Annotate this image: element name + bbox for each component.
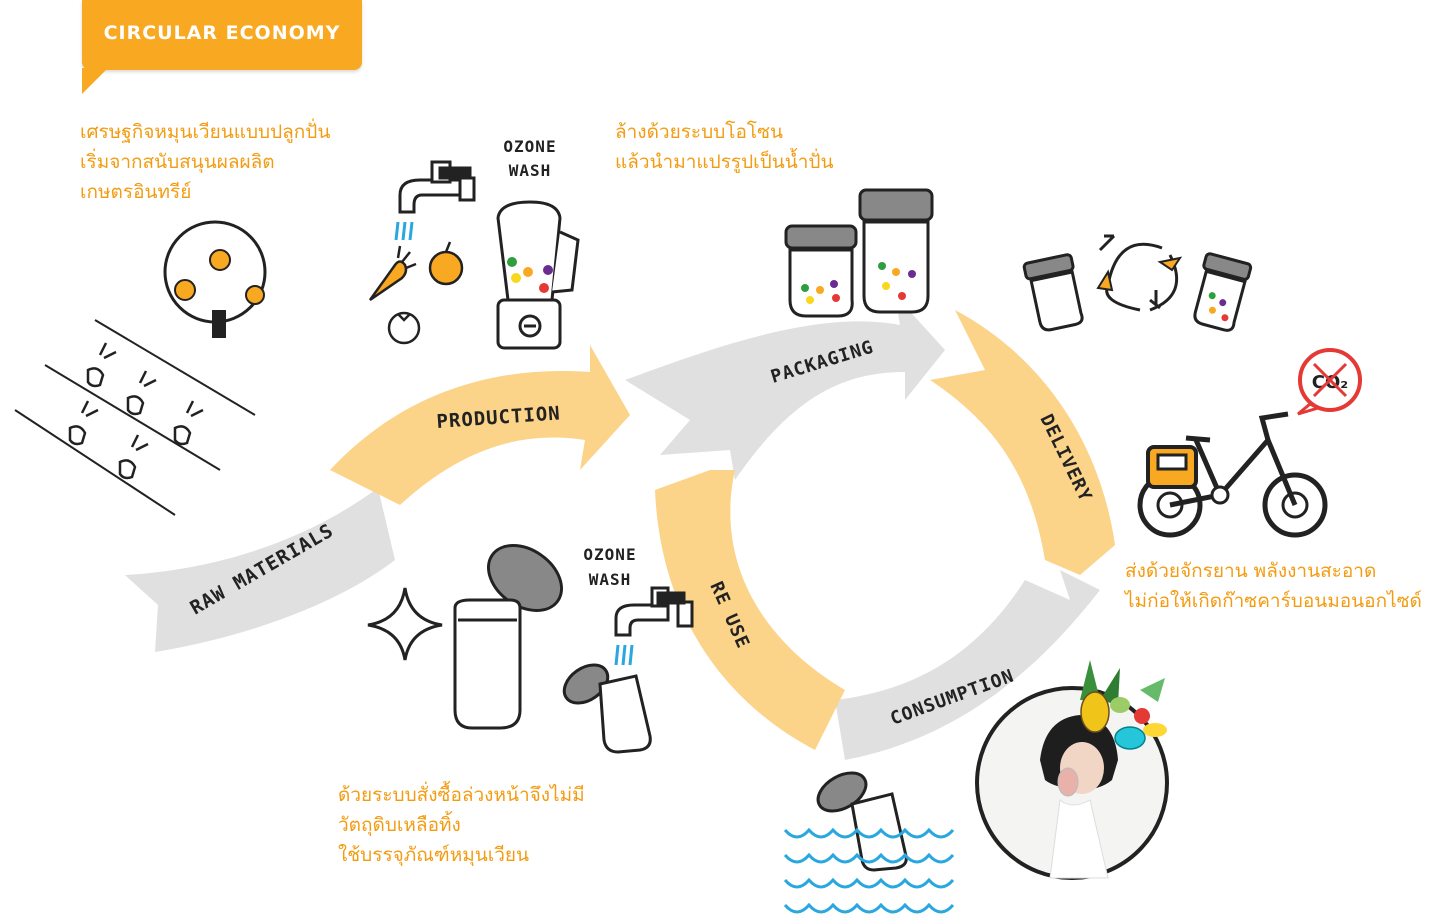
water-waves-icon bbox=[783, 827, 955, 914]
faucet-reuse-icon bbox=[614, 586, 694, 637]
arrow-packaging bbox=[625, 295, 945, 480]
bicycle-icon bbox=[1137, 411, 1328, 538]
blender-icon bbox=[496, 200, 580, 350]
caption-production: ล้างด้วยระบบโอโซน แล้วนำมาแปรรูปเป็นน้ำป… bbox=[615, 121, 834, 173]
washing-jar-icon bbox=[562, 663, 652, 754]
ozone-label-top-2: WASH bbox=[509, 161, 552, 180]
arrow-production bbox=[330, 345, 630, 505]
caption-raw-materials: เศรษฐกิจหมุนเวียนแบบปลูกปั่น เริ่มจากสนั… bbox=[80, 121, 331, 203]
small-jar-icon bbox=[784, 224, 858, 318]
water-stream-icon bbox=[394, 221, 414, 241]
water-stream-reuse-icon bbox=[614, 644, 634, 666]
clean-jar-icon bbox=[453, 544, 563, 730]
tomato-icon bbox=[387, 311, 421, 345]
orange-tree-icon bbox=[163, 220, 267, 338]
carrot-icon bbox=[368, 245, 417, 302]
empty-jar-icon bbox=[1022, 253, 1084, 332]
field-rows-icon bbox=[14, 319, 256, 516]
no-co2-icon: CO₂ bbox=[1297, 348, 1362, 416]
faucet-icon bbox=[398, 160, 476, 214]
sparkle-icon bbox=[367, 587, 443, 661]
jar-in-water-icon bbox=[816, 771, 908, 872]
filled-jar-icon bbox=[1193, 252, 1253, 332]
orange-icon bbox=[428, 241, 464, 286]
large-jar-icon bbox=[858, 188, 934, 314]
arrow-delivery bbox=[930, 310, 1115, 575]
ozone-label-bottom-2: WASH bbox=[589, 570, 632, 589]
caption-delivery: ส่งด้วยจักรยาน พลังงานสะอาด ไม่ก่อให้เกิ… bbox=[1125, 560, 1422, 612]
arrow-consumption bbox=[835, 570, 1100, 760]
ozone-label-bottom-1: OZONE bbox=[583, 545, 636, 564]
section-badge: CIRCULAR ECONOMY bbox=[82, 0, 362, 70]
fruit-crown-icon bbox=[1080, 660, 1167, 750]
badge-tail bbox=[82, 68, 108, 94]
ozone-label-top-1: OZONE bbox=[503, 137, 556, 156]
badge-label: CIRCULAR ECONOMY bbox=[103, 22, 341, 44]
caption-reuse: ด้วยระบบสั่งซื้อล่วงหน้าจึงไม่มี วัตถุดิ… bbox=[338, 784, 585, 866]
recycle-arrows-icon bbox=[1096, 234, 1183, 312]
arrow-raw-materials bbox=[125, 488, 395, 652]
arrow-reuse bbox=[655, 470, 845, 750]
person-drinking-photo bbox=[975, 660, 1169, 880]
co2-label: CO₂ bbox=[1312, 372, 1348, 393]
